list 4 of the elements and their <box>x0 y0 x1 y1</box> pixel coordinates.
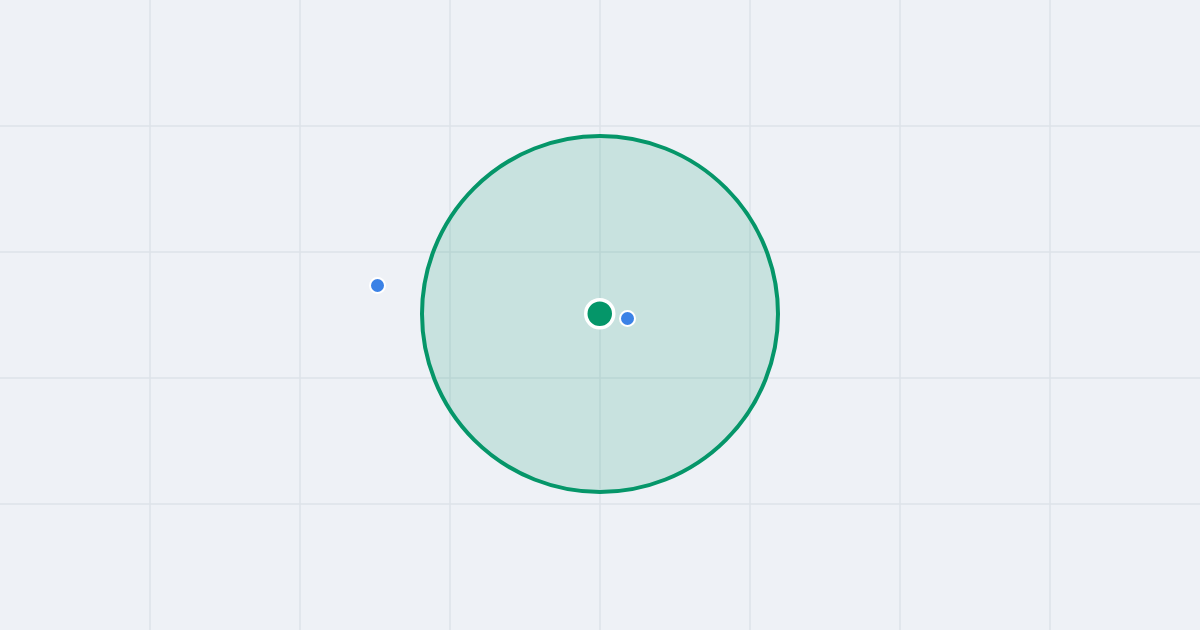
point-dot-icon <box>368 276 386 294</box>
point-dot-icon <box>618 309 636 327</box>
radius-circle <box>420 134 780 494</box>
center-dot-icon <box>584 298 616 330</box>
